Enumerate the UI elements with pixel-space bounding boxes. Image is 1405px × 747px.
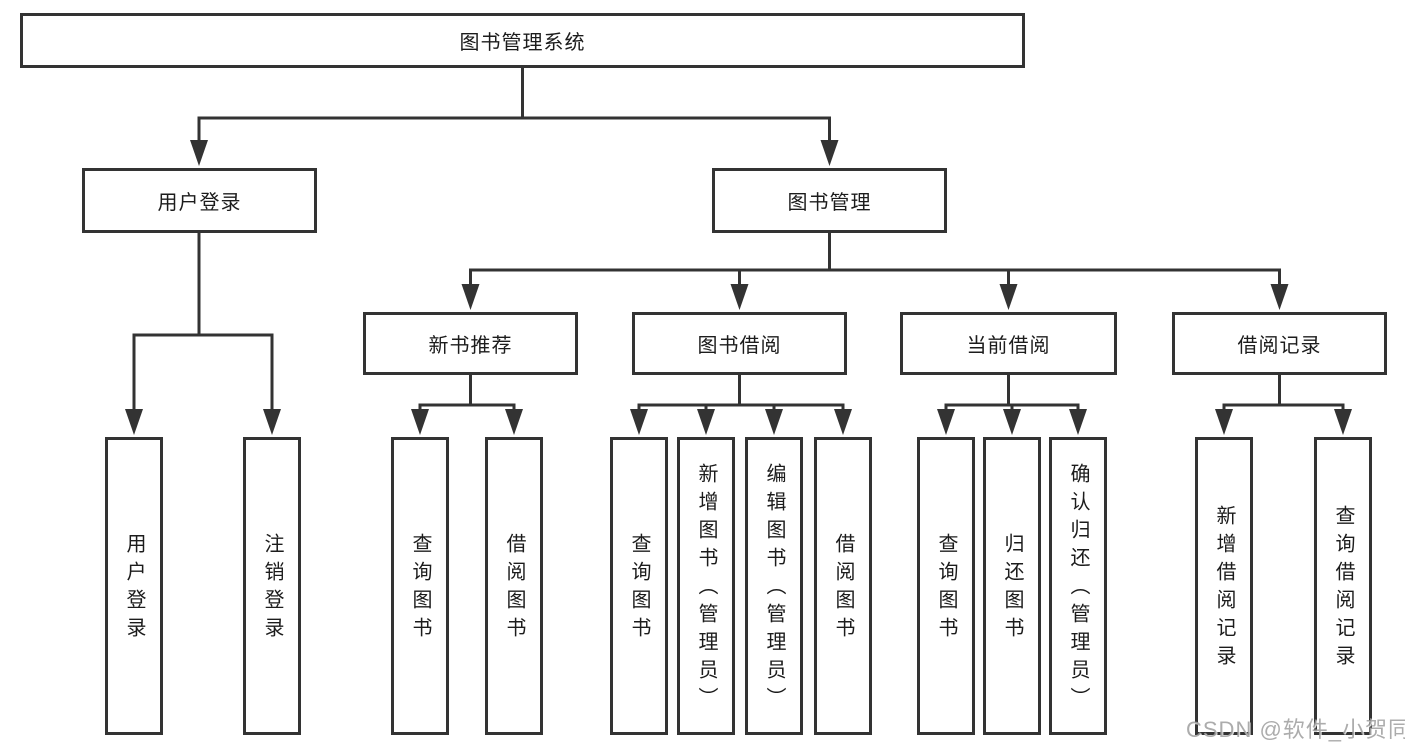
node-book-borrowing: 图书借阅 [632,312,847,375]
leaf-query-borrow-record: 查询借阅记录 [1314,437,1372,735]
leaf-query-books-recommend: 查询图书 [391,437,449,735]
connector-new-book-recommendation-children [411,375,523,435]
node-new-book-recommendation: 新书推荐 [363,312,578,375]
connector-user-login-children [125,233,281,435]
watermark: CSDN @软件_小贺同学 [1186,717,1405,742]
leaf-borrow-books-borrowing: 借阅图书 [814,437,872,735]
connector-root-to-level2 [190,68,839,166]
leaf-add-book-admin: 新增图书（管理员） [677,437,735,735]
node-user-login: 用户登录 [82,168,317,233]
node-borrowing-records: 借阅记录 [1172,312,1387,375]
leaf-return-book: 归还图书 [983,437,1041,735]
connector-book-management-children [461,233,1289,310]
leaf-confirm-return-admin: 确认归还（管理员） [1049,437,1107,735]
leaf-borrow-books-recommend: 借阅图书 [485,437,543,735]
node-root-library-management-system: 图书管理系统 [20,13,1025,68]
leaf-edit-book-admin: 编辑图书（管理员） [745,437,803,735]
connector-book-borrowing-children [630,375,852,435]
leaf-add-borrow-record: 新增借阅记录 [1195,437,1253,735]
leaf-logout: 注销登录 [243,437,301,735]
leaf-query-books-current: 查询图书 [917,437,975,735]
leaf-query-books-borrowing: 查询图书 [610,437,668,735]
node-book-management: 图书管理 [712,168,947,233]
connector-current-borrowing-children [937,375,1087,435]
leaf-user-login: 用户登录 [105,437,163,735]
node-current-borrowing: 当前借阅 [900,312,1117,375]
connector-borrowing-records-children [1215,375,1352,435]
